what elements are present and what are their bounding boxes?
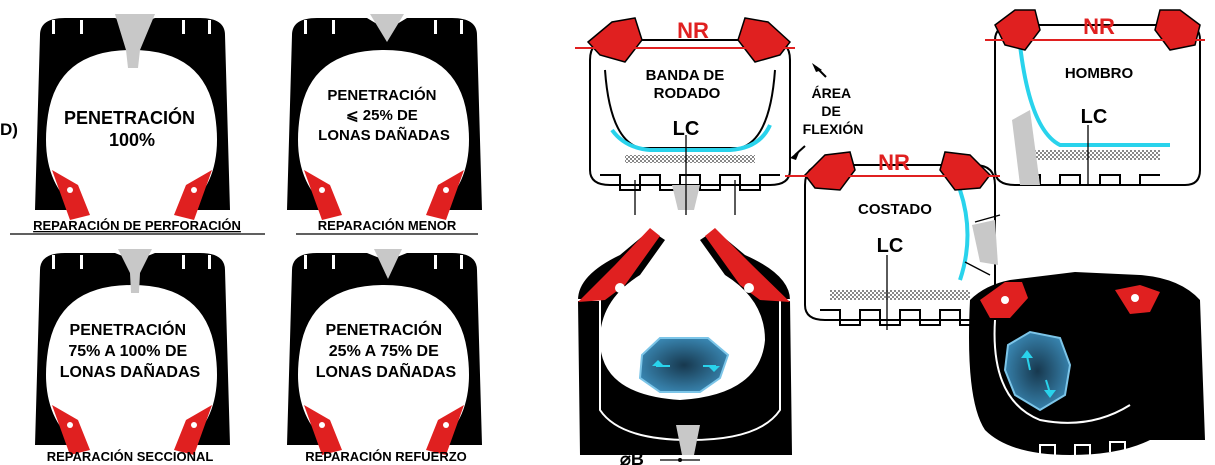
- nr-label-shoulder: NR: [1083, 14, 1115, 39]
- tread-zone-line2: RODADO: [654, 85, 721, 102]
- shoulder-zone-label: HOMBRO: [1065, 65, 1134, 82]
- flex-area-line2: DE: [821, 103, 840, 119]
- lc-label-sidewall: LC: [877, 235, 904, 257]
- flex-area-arrows: [790, 63, 827, 160]
- flex-area-line1: ÁREA: [811, 85, 851, 101]
- caption-reinforcement-repair: REPARACIÓN REFUERZO: [305, 449, 467, 464]
- svg-text:PENETRACIÓN 75% A 100% DE: PENETRACIÓN 75% A 100% DE LONAS DAÑADAS: [60, 320, 201, 381]
- lc-label-shoulder: LC: [1081, 106, 1108, 128]
- lc-label-tread: LC: [673, 118, 700, 140]
- flex-area-line3: FLEXIÓN: [803, 120, 864, 137]
- tire4-line2: 25% A 75% DE: [329, 343, 439, 360]
- section-tread: [575, 17, 795, 215]
- diameter-label: ⌀B: [620, 449, 644, 465]
- caption-puncture-repair: REPARACIÓN DE PERFORACIÓN: [33, 218, 241, 233]
- nr-label-sidewall: NR: [878, 150, 910, 175]
- tire4-line1: PENETRACIÓN: [326, 320, 442, 339]
- nr-label-tread: NR: [677, 18, 709, 43]
- tire-perspective-patch: [969, 272, 1205, 455]
- tire3-line1: PENETRACIÓN: [70, 320, 186, 339]
- tire-sectional-repair: [35, 249, 230, 455]
- svg-text:PENETRACIÓN 100%: PENETRACIÓN 100%: [64, 107, 200, 150]
- tire4-line3: LONAS DAÑADAS: [316, 361, 457, 381]
- tire1-line1: PENETRACIÓN: [64, 107, 195, 128]
- svg-text:BANDA DE RODADO: BANDA DE RODADO: [646, 67, 729, 102]
- tire-minor-repair: [287, 14, 482, 220]
- tire3-line2: 75% A 100% DE: [68, 343, 187, 360]
- tire2-line1: PENETRACIÓN: [327, 86, 436, 104]
- tread-zone-line1: BANDA DE: [646, 67, 725, 84]
- tire2-line2: ⩽ 25% DE: [346, 107, 418, 124]
- tire1-line2: 100%: [109, 130, 155, 150]
- tire-interior-patch: [578, 228, 792, 462]
- side-mark: D): [0, 120, 18, 139]
- tire-reinforcement-repair: [287, 249, 482, 455]
- tire-puncture-repair: [35, 14, 230, 220]
- caption-sectional-repair: REPARACIÓN SECCIONAL: [47, 449, 214, 464]
- caption-minor-repair: REPARACIÓN MENOR: [318, 218, 457, 233]
- svg-text:ÁREA DE FLEXIÓN: ÁREA DE FLEXIÓN: [803, 85, 864, 137]
- section-shoulder: [985, 9, 1205, 186]
- sidewall-zone-label: COSTADO: [858, 201, 932, 218]
- tire3-line3: LONAS DAÑADAS: [60, 361, 201, 381]
- tire2-line3: LONAS DAÑADAS: [318, 126, 450, 144]
- svg-text:PENETRACIÓN ⩽ 25% DE L: PENETRACIÓN ⩽ 25% DE LONAS DAÑADAS: [318, 86, 450, 144]
- svg-text:PENETRACIÓN 25% A 75% DE: PENETRACIÓN 25% A 75% DE LONAS DAÑADAS: [316, 320, 457, 381]
